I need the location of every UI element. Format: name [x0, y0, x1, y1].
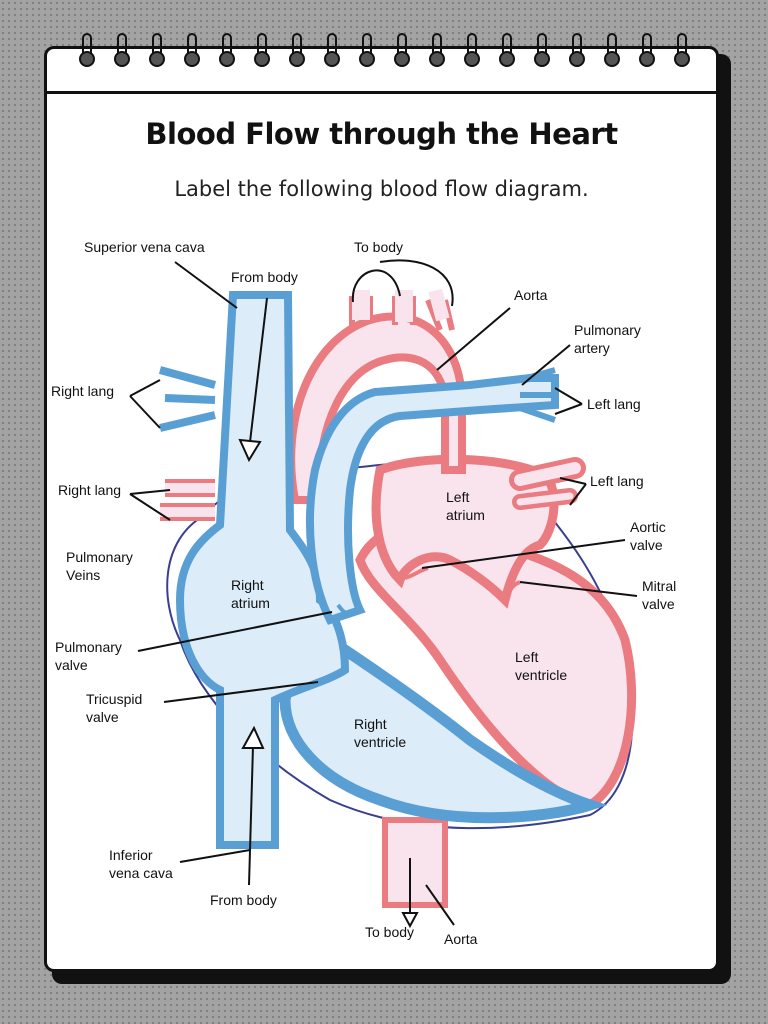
left-pulmonary-vein-upper-fill [514, 462, 581, 486]
binding-ring-icon [569, 33, 585, 73]
label-to-body-bottom: To body [365, 924, 414, 940]
from-body-bottom-arrowhead [241, 725, 265, 749]
label-right-lang-upper: Right lang [51, 383, 114, 399]
binding-ring-icon [534, 33, 550, 73]
page-subtitle: Label the following blood flow diagram. [174, 177, 589, 201]
binding-ring-icon [219, 33, 235, 73]
label-left-lang-upper: Left lang [587, 396, 641, 412]
label-right-ventricle-line2: ventricle [354, 734, 406, 750]
pulmonary-valve-mark [336, 603, 352, 615]
label-tricuspid-valve-line2: valve [86, 709, 119, 725]
label-inferior-vena-cava-line1: Inferior [109, 847, 153, 863]
label-right-atrium-line2: atrium [231, 595, 270, 611]
from-body-top-arrowhead [238, 438, 262, 463]
left-pulmonary-artery-branches [519, 367, 556, 423]
aorta-branch-fill-1 [352, 290, 370, 320]
label-left-ventricle-line2: ventricle [515, 667, 567, 683]
label-to-body-top: To body [354, 239, 403, 255]
label-from-body-top: From body [231, 269, 298, 285]
binding-ring-icon [114, 33, 130, 73]
label-left-atrium-line2: atrium [446, 507, 485, 523]
label-right-lang-lower: Right lang [58, 482, 121, 498]
left-pulmonary-vein-lower-fill [516, 492, 574, 506]
binding-ring-icon [324, 33, 340, 73]
to-body-bottom-arrowhead [401, 912, 419, 929]
aorta-branch-fill-3 [428, 288, 450, 322]
right-ventricle-shape [279, 633, 608, 824]
label-aortic-valve-line2: valve [630, 537, 663, 553]
label-pulmonary-veins-line1: Pulmonary [66, 549, 133, 565]
binding-ring-icon [604, 33, 620, 73]
right-pulmonary-artery-branches [158, 366, 217, 432]
label-left-atrium-line1: Left [446, 489, 469, 505]
binding-ring-icon [359, 33, 375, 73]
mitral-valve-mark [503, 580, 521, 601]
binding-ring-icon [499, 33, 515, 73]
label-pulmonary-artery-line1: Pulmonary [574, 322, 641, 338]
binding-ring-icon [289, 33, 305, 73]
label-mitral-valve-line2: valve [642, 596, 675, 612]
binding-ring-icon [254, 33, 270, 73]
from-body-top-arrow-line [249, 297, 268, 443]
label-right-atrium-line1: Right [231, 577, 264, 593]
label-pulmonary-valve-line2: valve [55, 657, 88, 673]
binding-ring-icon [674, 33, 690, 73]
label-superior-vena-cava: Superior vena cava [84, 239, 205, 255]
page-title: Blood Flow through the Heart [145, 117, 618, 151]
label-from-body-bottom: From body [210, 892, 277, 908]
label-right-ventricle-line1: Right [354, 716, 387, 732]
label-pulmonary-artery-line2: artery [574, 340, 610, 356]
notebook-binding-band [47, 49, 716, 94]
label-inferior-vena-cava-line2: vena cava [109, 865, 173, 881]
aortic-valve-mark [404, 566, 429, 580]
label-tricuspid-valve-line1: Tricuspid [86, 691, 142, 707]
binding-ring-icon [639, 33, 655, 73]
binding-ring-icon [394, 33, 410, 73]
label-aortic-valve-line1: Aortic [630, 519, 666, 535]
binding-ring-icon [149, 33, 165, 73]
label-aorta-top: Aorta [514, 287, 548, 303]
descending-aorta [382, 817, 448, 908]
from-body-bottom-arrow-line [248, 745, 254, 886]
label-pulmonary-veins-line2: Veins [66, 567, 100, 583]
binding-ring-icon [79, 33, 95, 73]
label-left-lang-lower: Left lang [590, 473, 644, 489]
leader-lines [129, 259, 638, 926]
label-mitral-valve-line1: Mitral [642, 578, 676, 594]
label-left-ventricle-line1: Left [515, 649, 538, 665]
binding-ring-icon [464, 33, 480, 73]
binding-ring-icon [184, 33, 200, 73]
pulmonary-trunk [306, 374, 559, 625]
aorta-branch-fill-2 [395, 290, 413, 322]
binding-ring-icon [429, 33, 445, 73]
label-aorta-bottom: Aorta [444, 931, 478, 947]
label-pulmonary-valve-line1: Pulmonary [55, 639, 122, 655]
